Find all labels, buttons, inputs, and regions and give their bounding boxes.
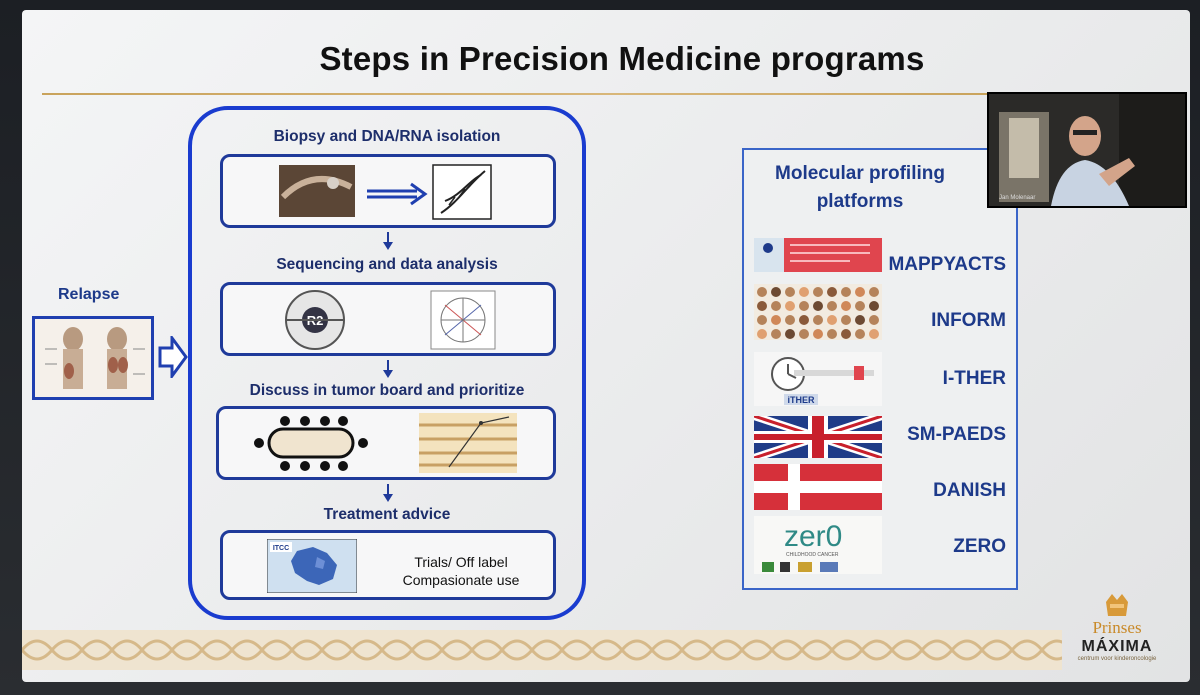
crown-icon	[1106, 594, 1128, 616]
ither-image: iTHER	[754, 352, 882, 406]
step-title-biopsy: Biopsy and DNA/RNA isolation	[273, 128, 501, 145]
anatomy-image	[35, 319, 151, 397]
mappyacts-image	[754, 234, 882, 278]
profiling-title: Molecular profiling platforms	[760, 160, 960, 216]
itcc-badge: ITCC	[273, 545, 289, 552]
zero-logo-text: zer0	[784, 520, 842, 553]
step-box-sequencing: R2	[220, 282, 556, 356]
step-box-biopsy	[220, 154, 556, 228]
webcam-caption: Jan Molenaar	[999, 195, 1036, 201]
inform-image	[754, 284, 882, 340]
arrow-down-icon	[383, 360, 393, 378]
platform-ither: I-THER	[942, 368, 1006, 389]
arrow-down-icon	[383, 484, 393, 502]
slide-title: Steps in Precision Medicine programs	[319, 40, 925, 77]
step-box-tumor-board	[216, 406, 556, 480]
profiling-title-line2: platforms	[816, 191, 904, 212]
webcam-video[interactable]: Jan Molenaar	[987, 92, 1187, 208]
title-divider	[42, 93, 992, 95]
maxima-logo-prinses: Prinses	[1092, 618, 1142, 637]
molecular-profiling-panel: Molecular profiling platforms MAPPYACTS	[742, 148, 1018, 590]
platform-zero: ZERO	[953, 536, 1006, 557]
maxima-logo-subtitle: centrum voor kinderoncologie	[1077, 656, 1157, 662]
zero-logo-subtitle: CHILDHOOD CANCER	[786, 552, 839, 558]
platform-sm-paeds: SM-PAEDS	[907, 424, 1006, 445]
prinses-maxima-logo: Prinses MÁXIMA centrum voor kinderoncolo…	[1062, 590, 1172, 674]
relapse-label: Relapse	[58, 286, 120, 303]
maxima-logo-name: MÁXIMA	[1081, 638, 1153, 655]
platform-mappyacts: MAPPYACTS	[888, 254, 1006, 275]
danish-flag-image	[754, 464, 882, 510]
arrow-down-icon	[383, 232, 393, 250]
platform-inform: INFORM	[931, 310, 1006, 331]
presenter-video	[989, 94, 1185, 206]
platform-danish: DANISH	[933, 480, 1006, 501]
dna-decoration	[22, 630, 1062, 670]
sequencing-illustration: R2	[285, 290, 496, 350]
ither-badge: iTHER	[788, 395, 816, 405]
treatment-advice-text: Trials/ Off label Compasionate use	[391, 553, 531, 589]
step-title-sequencing: Sequencing and data analysis	[276, 256, 498, 273]
presentation-slide: Steps in Precision Medicine programs Rel…	[22, 10, 1190, 682]
relapse-image	[32, 316, 154, 400]
profiling-title-line1: Molecular profiling	[775, 163, 945, 184]
arrow-right-icon	[158, 336, 188, 378]
zero-logo-image: zer0 CHILDHOOD CANCER	[754, 516, 882, 574]
tumor-board-illustration	[254, 413, 517, 473]
step-title-tumor-board: Discuss in tumor board and prioritize	[249, 382, 525, 399]
europe-map-illustration: ITCC	[267, 539, 357, 593]
advice-line-compassionate: Compasionate use	[402, 572, 520, 588]
program-steps-frame: Biopsy and DNA/RNA isolation	[188, 106, 586, 620]
uk-flag-image	[754, 416, 882, 458]
step-box-treatment-advice: ITCC Trials/ Off label Compasionate use	[220, 530, 556, 600]
biopsy-illustration	[279, 164, 492, 220]
step-title-treatment-advice: Treatment advice	[323, 506, 451, 523]
advice-line-trials: Trials/ Off label	[414, 554, 508, 570]
